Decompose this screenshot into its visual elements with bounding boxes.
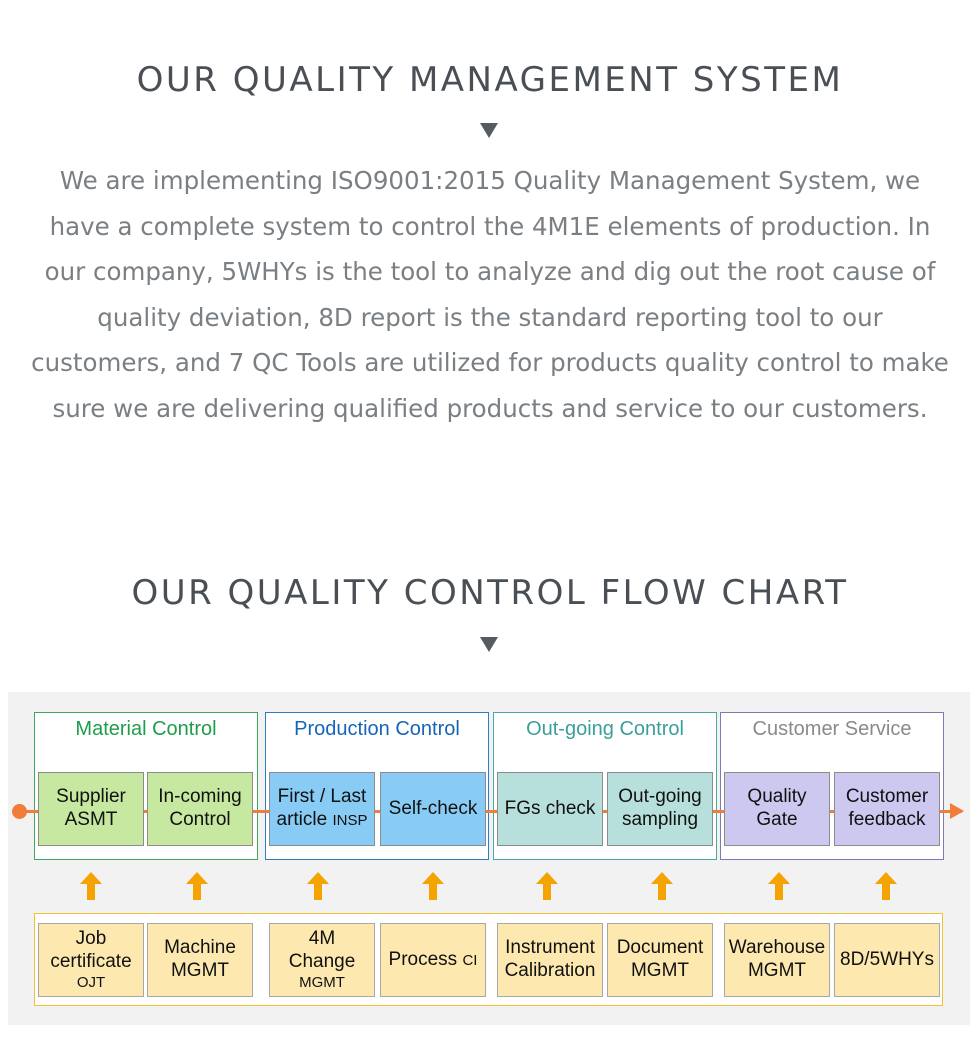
resource-8d-5whys: 8D/5WHYs xyxy=(834,923,940,997)
resource-warehouse-mgmt: Warehouse MGMT xyxy=(724,923,830,997)
resource-line: Change xyxy=(288,951,356,972)
resource-machine-mgmt: Machine MGMT xyxy=(147,923,253,997)
step-line: FGs check xyxy=(504,797,596,819)
resource-line: MGMT xyxy=(747,960,807,981)
flow-chart-title: OUR QUALITY CONTROL FLOW CHART xyxy=(131,573,849,613)
resource-line: MGMT xyxy=(170,960,230,981)
step-first-last-article-insp: First / Last article INSP xyxy=(269,772,375,846)
resource-document-mgmt: Document MGMT xyxy=(607,923,713,997)
step-line: article INSP xyxy=(277,809,368,832)
step-fgs-check: FGs check xyxy=(497,772,603,846)
resource-line: Calibration xyxy=(504,960,596,981)
step-quality-gate: Quality Gate xyxy=(724,772,830,846)
step-line-text: article xyxy=(276,809,328,830)
resource-line-small: CI xyxy=(462,951,478,969)
up-arrow-icon xyxy=(186,872,208,900)
resource-line: MGMT xyxy=(630,960,690,981)
step-line: First / Last xyxy=(277,786,367,808)
resource-job-certificate-ojt: Job certificate OJT xyxy=(38,923,144,997)
process-flow-line xyxy=(16,810,962,813)
group-title-customer-service: Customer Service xyxy=(752,718,912,740)
triangle-down-icon xyxy=(480,637,498,652)
resource-process-ci: Process CI xyxy=(380,923,486,997)
step-line: ASMT xyxy=(64,809,118,830)
step-line: Control xyxy=(169,809,231,830)
resource-line: Document xyxy=(616,937,704,959)
quality-management-description: We are implementing ISO9001:2015 Quality… xyxy=(31,166,949,423)
up-arrow-icon xyxy=(875,872,897,900)
resource-line-small: OJT xyxy=(76,973,106,991)
flow-arrowhead-icon xyxy=(950,803,964,819)
resource-instrument-calibration: Instrument Calibration xyxy=(497,923,603,997)
step-line: Supplier xyxy=(56,786,126,808)
step-line: Customer xyxy=(845,786,929,808)
step-outgoing-sampling: Out-going sampling xyxy=(607,772,713,846)
step-line-small: INSP xyxy=(332,812,368,829)
up-arrow-icon xyxy=(536,872,558,900)
resource-line: Instrument xyxy=(505,937,595,959)
resource-line-text: Process xyxy=(388,948,458,970)
quality-management-title: OUR QUALITY MANAGEMENT SYSTEM xyxy=(136,60,844,100)
step-line: Gate xyxy=(756,809,798,830)
resource-line: Warehouse xyxy=(728,937,826,959)
resource-line: Job xyxy=(75,928,107,950)
group-title-production-control: Production Control xyxy=(294,718,460,740)
step-incoming-control: In-coming Control xyxy=(147,772,253,846)
step-line: sampling xyxy=(621,809,699,830)
up-arrow-icon xyxy=(307,872,329,900)
step-line: In-coming xyxy=(158,786,242,808)
up-arrow-icon xyxy=(80,872,102,900)
up-arrow-icon xyxy=(422,872,444,900)
step-customer-feedback: Customer feedback xyxy=(834,772,940,846)
step-line: Out-going xyxy=(618,786,702,808)
resource-line-small: MGMT xyxy=(299,973,345,991)
step-self-check: Self-check xyxy=(380,772,486,846)
up-arrow-icon xyxy=(768,872,790,900)
resource-4m-change-mgmt: 4M Change MGMT xyxy=(269,923,375,997)
resource-line: 4M xyxy=(308,928,336,950)
group-title-material-control: Material Control xyxy=(75,718,217,740)
group-title-outgoing-control: Out-going Control xyxy=(526,718,684,740)
step-line: Quality xyxy=(747,786,807,808)
resource-line: certificate xyxy=(50,951,132,972)
step-line: feedback xyxy=(848,809,926,830)
step-supplier-asmt: Supplier ASMT xyxy=(38,772,144,846)
flow-start-dot xyxy=(12,804,27,819)
resource-line: 8D/5WHYs xyxy=(840,948,934,970)
up-arrow-icon xyxy=(651,872,673,900)
step-line: Self-check xyxy=(388,797,478,819)
triangle-down-icon xyxy=(480,123,498,138)
resource-line: Machine xyxy=(164,937,236,959)
resource-line: Process CI xyxy=(389,949,478,972)
